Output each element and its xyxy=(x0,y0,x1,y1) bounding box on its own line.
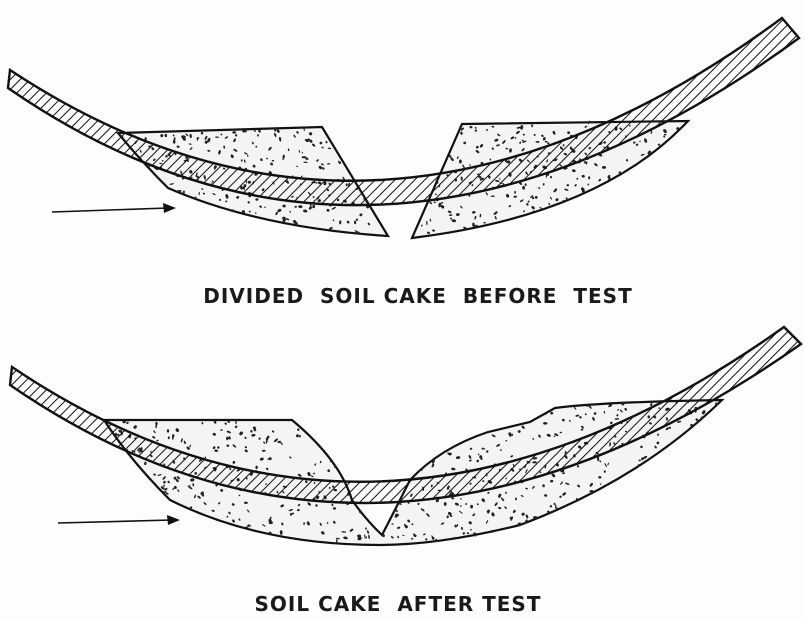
curved-dish xyxy=(10,327,801,503)
curved-dish xyxy=(8,18,799,205)
caption-before-test: DIVIDED SOIL CAKE BEFORE TEST xyxy=(16,284,804,308)
before-test-diagram xyxy=(8,18,799,238)
pointer-arrow xyxy=(52,203,176,213)
after-test-diagram xyxy=(10,327,801,545)
pointer-arrow xyxy=(58,515,180,525)
caption-after-test: SOIL CAKE AFTER TEST xyxy=(0,592,800,616)
